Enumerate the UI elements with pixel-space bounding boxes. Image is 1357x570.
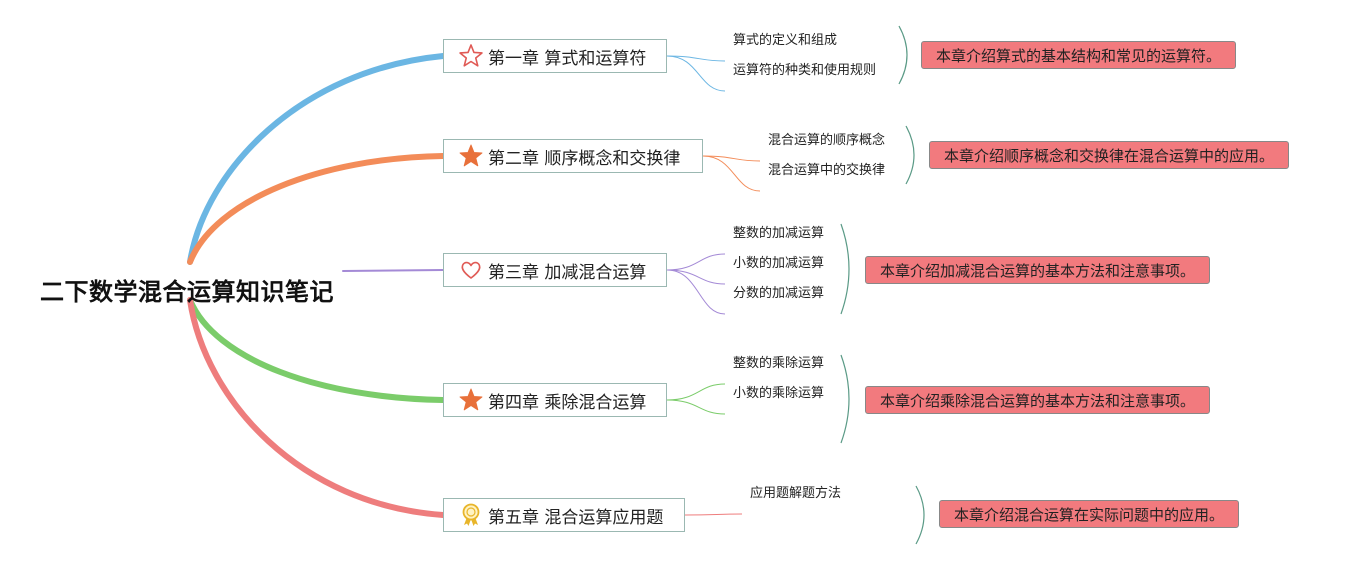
topic-connector xyxy=(666,399,726,415)
branch-line-3 xyxy=(342,269,444,272)
summary-note[interactable]: 本章介绍乘除混合运算的基本方法和注意事项。 xyxy=(865,386,1211,414)
chapter-node-4[interactable]: 第四章 乘除混合运算 xyxy=(443,383,667,417)
summary-note[interactable]: 本章介绍顺序概念和交换律在混合运算中的应用。 xyxy=(929,141,1290,169)
chapter-node-2[interactable]: 第二章 顺序概念和交换律 xyxy=(443,139,703,173)
summary-note[interactable]: 本章介绍算式的基本结构和常见的运算符。 xyxy=(921,41,1237,69)
summary-bracket xyxy=(898,25,908,85)
topic-node[interactable]: 整数的加减运算 xyxy=(733,226,825,241)
chapter-node-5[interactable]: 第五章 混合运算应用题 xyxy=(443,498,685,532)
summary-note[interactable]: 本章介绍加减混合运算的基本方法和注意事项。 xyxy=(865,256,1211,284)
topic-connector xyxy=(666,269,726,315)
chapter-label: 第五章 混合运算应用题 xyxy=(488,507,664,528)
topic-connector xyxy=(666,253,726,271)
summary-bracket xyxy=(915,485,925,545)
topic-connector xyxy=(666,55,726,62)
central-topic[interactable]: 二下数学混合运算知识笔记 xyxy=(40,278,334,306)
topic-connector xyxy=(702,155,761,192)
chapter-label: 第三章 加减混合运算 xyxy=(488,262,647,283)
summary-bracket xyxy=(840,354,850,444)
topic-connector xyxy=(666,269,726,285)
chapter-node-3[interactable]: 第三章 加减混合运算 xyxy=(443,253,667,287)
star-filled-icon xyxy=(458,143,484,169)
branch-line-5 xyxy=(187,297,446,518)
topic-connector xyxy=(666,55,726,92)
branch-line-2 xyxy=(187,153,446,265)
topic-node[interactable]: 小数的加减运算 xyxy=(733,256,825,271)
topic-node[interactable]: 分数的加减运算 xyxy=(733,286,825,301)
topic-connector xyxy=(666,383,726,401)
medal-icon xyxy=(458,502,484,528)
chapter-label: 第四章 乘除混合运算 xyxy=(488,392,647,413)
topic-node[interactable]: 混合运算中的交换律 xyxy=(768,163,886,178)
topic-node[interactable]: 混合运算的顺序概念 xyxy=(768,133,886,148)
branch-line-1 xyxy=(187,53,446,265)
topic-connector xyxy=(702,155,761,162)
chapter-label: 第一章 算式和运算符 xyxy=(488,48,647,69)
topic-connector xyxy=(684,513,743,516)
topic-node[interactable]: 小数的乘除运算 xyxy=(733,386,825,401)
heart-outline-icon xyxy=(458,257,484,283)
topic-node[interactable]: 算式的定义和组成 xyxy=(733,33,838,48)
summary-bracket xyxy=(905,125,915,185)
topic-node[interactable]: 运算符的种类和使用规则 xyxy=(733,63,877,78)
chapter-label: 第二章 顺序概念和交换律 xyxy=(488,148,681,169)
summary-note[interactable]: 本章介绍混合运算在实际问题中的应用。 xyxy=(939,500,1240,528)
summary-bracket xyxy=(840,223,850,315)
star-filled-icon xyxy=(458,387,484,413)
branch-line-4 xyxy=(187,297,446,403)
topic-node[interactable]: 应用题解题方法 xyxy=(750,486,842,501)
chapter-node-1[interactable]: 第一章 算式和运算符 xyxy=(443,39,667,73)
star-outline-icon xyxy=(458,43,484,69)
topic-node[interactable]: 整数的乘除运算 xyxy=(733,356,825,371)
